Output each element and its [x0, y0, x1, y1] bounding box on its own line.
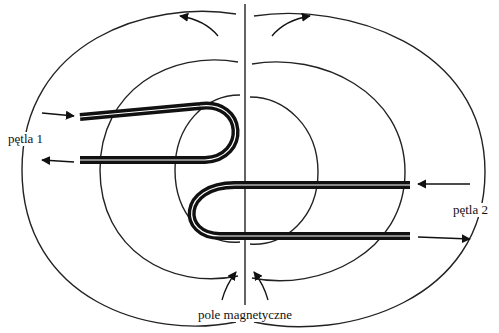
current-arrow — [418, 183, 470, 184]
field-arrow — [180, 16, 218, 36]
field-line — [250, 97, 318, 244]
current-arrow — [418, 237, 470, 239]
field-line — [100, 60, 238, 279]
loop-2 — [192, 185, 410, 236]
field-arrow — [272, 16, 310, 36]
arrows — [42, 16, 470, 300]
loop-label: pętla 2 — [451, 203, 490, 217]
current-arrow — [42, 113, 74, 116]
field-line — [252, 62, 405, 281]
field-arrow — [222, 272, 236, 300]
field-lines — [22, 4, 485, 327]
current-arrow — [42, 160, 74, 162]
loop-1 — [80, 106, 236, 160]
field-arrow — [254, 272, 268, 300]
field-line — [254, 13, 485, 326]
field-label: pole magnetyczne — [196, 308, 294, 322]
axis-line — [244, 4, 245, 305]
loop-label: pętla 1 — [6, 132, 45, 146]
